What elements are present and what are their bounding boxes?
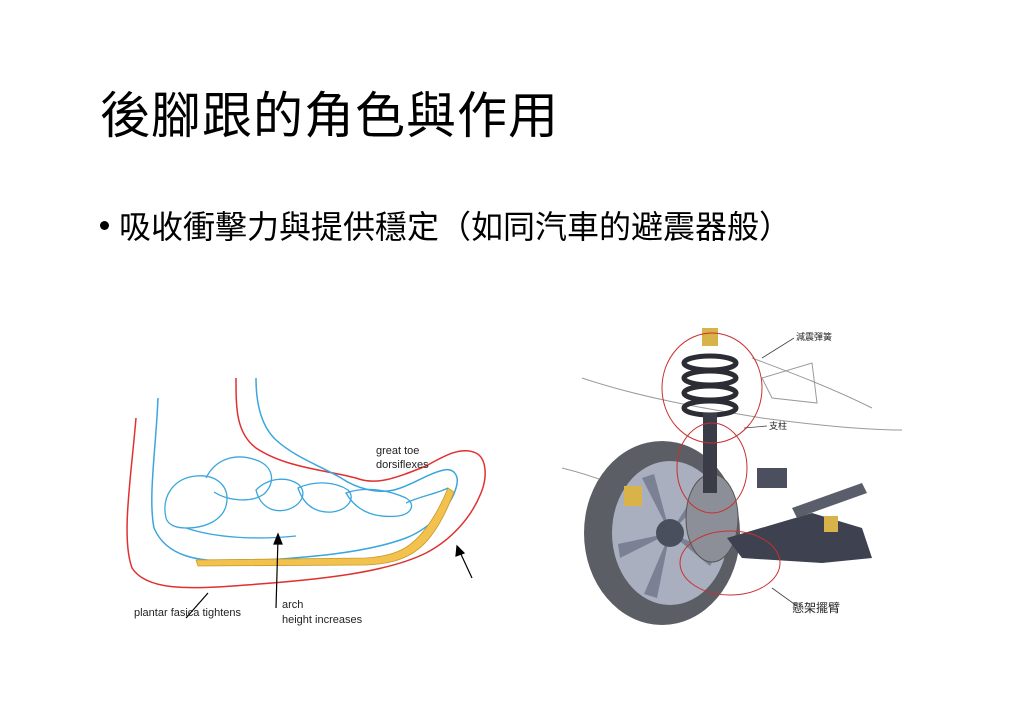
plantar-fascia-band <box>195 487 455 567</box>
foot-anatomy-diagram: great toe dorsiflexes plantar fasica tig… <box>126 378 486 626</box>
foot-outline-red <box>126 378 486 589</box>
steering-mount <box>757 468 787 488</box>
slide-title: 後腳跟的角色與作用 <box>100 87 559 145</box>
bullet-dot-icon <box>100 220 109 230</box>
annotation-arrows <box>185 532 473 619</box>
leader-lines <box>743 337 798 607</box>
foot-bones <box>164 456 449 539</box>
foot-outline-blue <box>151 378 458 563</box>
label-great-toe-line2: dorsiflexes <box>376 459 429 471</box>
steering-rack <box>792 483 867 518</box>
label-strut: 支柱 <box>769 420 787 432</box>
wheel-hub <box>656 519 684 547</box>
bullet-text: 吸收衝擊力與提供穩定（如同汽車的避震器般） <box>119 208 792 246</box>
control-arm <box>727 513 872 563</box>
label-shock-spring: 減震彈簧 <box>796 331 832 343</box>
strut-top-mount <box>702 328 718 346</box>
rack-bracket <box>824 516 838 532</box>
label-arch-line1: arch <box>282 599 303 611</box>
car-suspension-diagram: 減震彈簧 支柱 懸架擺臂 <box>562 328 902 625</box>
strut-body <box>703 413 717 493</box>
label-plantar-fascia: plantar fasica tightens <box>134 607 242 619</box>
label-control-arm: 懸架擺臂 <box>792 601 840 615</box>
brake-caliper <box>624 486 642 506</box>
label-great-toe-line1: great toe <box>376 445 419 457</box>
bullet-item: 吸收衝擊力與提供穩定（如同汽車的避震器般） <box>100 202 791 248</box>
label-arch-line2: height increases <box>282 614 363 626</box>
annotation-circles <box>661 332 781 596</box>
